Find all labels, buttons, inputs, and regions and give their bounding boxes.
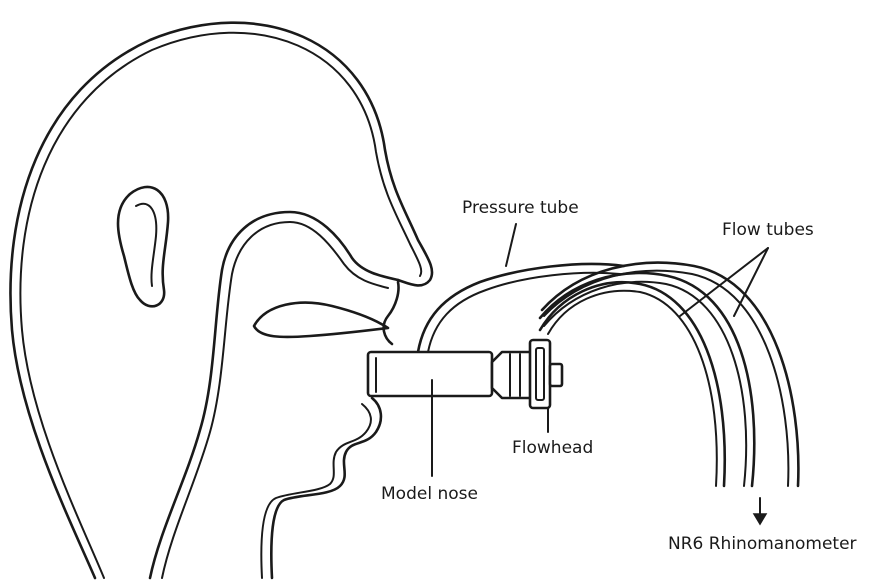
lower-lip-chin-inner (261, 404, 371, 578)
flowhead-label: Flowhead (512, 438, 593, 458)
flowhead-body (530, 340, 550, 408)
upper-lip (384, 282, 399, 344)
cheek-profile-inner (162, 222, 388, 578)
lower-lip-chin (271, 398, 381, 578)
head-inner-outline (20, 33, 421, 578)
model-nose-label: Model nose (381, 484, 478, 504)
head-outline (10, 23, 432, 578)
pressure-tube-inner (428, 273, 620, 352)
flow-tubes-pointer-2 (734, 248, 768, 316)
rhinomanometer-arrow-head (754, 514, 766, 524)
tongue (254, 303, 388, 337)
pressure-tube (418, 264, 624, 352)
pressure-tube-label: Pressure tube (462, 198, 579, 218)
ear-inner (136, 204, 156, 286)
rhinomanometer-label: NR6 Rhinomanometer (668, 534, 857, 554)
ear (118, 187, 168, 306)
flow-tubes-label: Flow tubes (722, 220, 814, 240)
pressure-tube-pointer (506, 224, 516, 266)
model-nose-block (368, 352, 492, 396)
flowhead-tab (550, 364, 562, 386)
